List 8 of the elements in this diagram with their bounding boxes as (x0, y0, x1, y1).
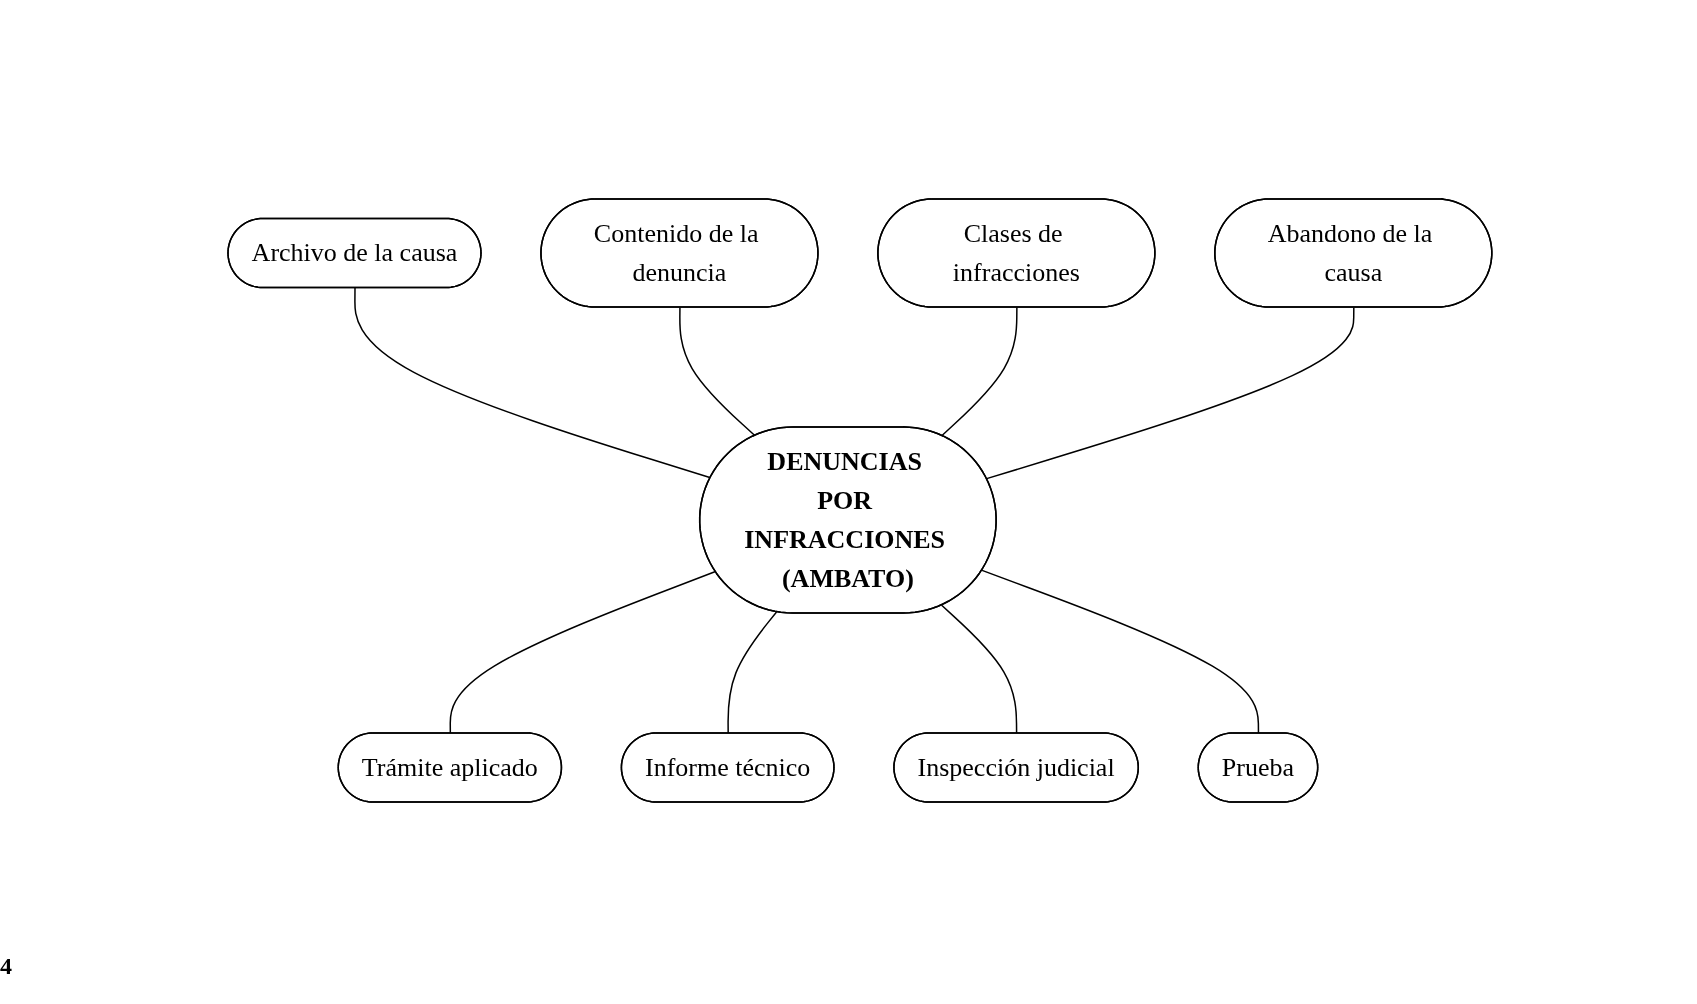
connector (449, 570, 717, 734)
connector (679, 306, 756, 436)
connector (727, 610, 778, 734)
page-number: 4 (0, 953, 12, 980)
connector (981, 569, 1260, 734)
connector (986, 306, 1355, 479)
connector (941, 604, 1018, 734)
connector (941, 306, 1018, 436)
